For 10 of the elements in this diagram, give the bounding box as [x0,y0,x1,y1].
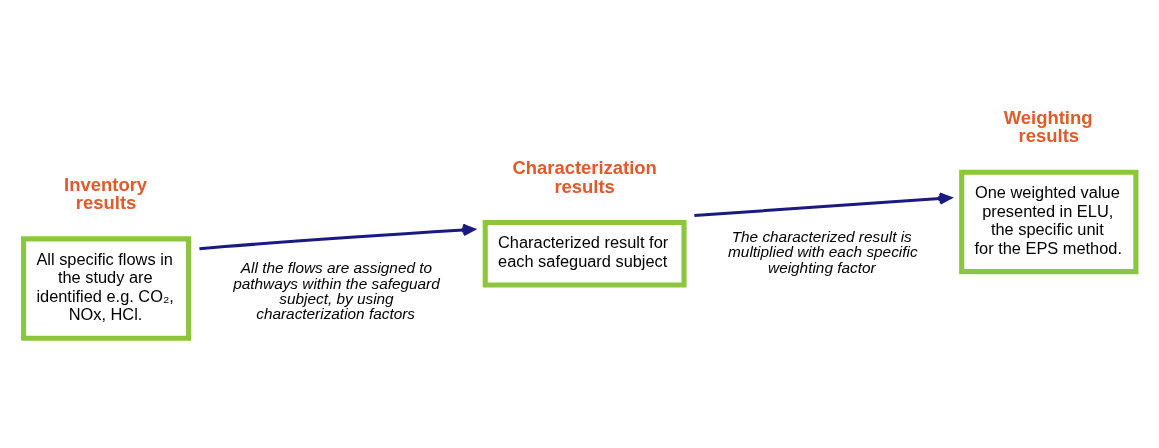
node-label: Inventory results [64,173,148,213]
arrow [199,223,476,250]
node-box: One weighted value presented in ELU, the specific unit for the EPS method. [959,169,1139,274]
arrow [694,191,952,217]
node-box: Characterized result for each safeguard subject [482,219,687,287]
node-label: Weighting results [1003,106,1093,146]
label: The characterized result is multiplied with each specific weighting factor [728,227,918,276]
node-label: Characterization results [512,156,657,197]
label: All the flows are assigned to pathways within the safeguard subject, by using characterization factors [233,258,440,322]
node-box: All specific flows in the study are identified e.g. CO₂, NOx, HCl. [21,235,192,341]
